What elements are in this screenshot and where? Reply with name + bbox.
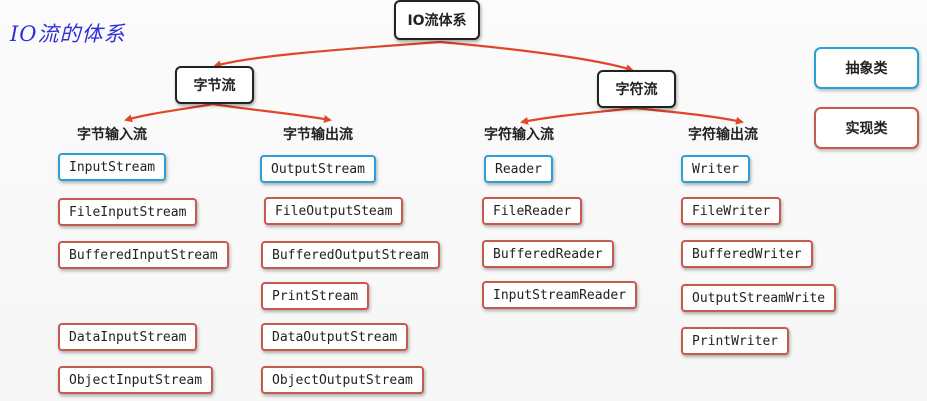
legend-abstract: 抽象类 [814,47,919,89]
class-impl-objectoutputstream: ObjectOutputStream [261,366,424,394]
class-impl-outputstreamwrite: OutputStreamWrite [681,284,837,312]
class-impl-dataoutputstream: DataOutputStream [261,323,409,351]
class-abstract-reader: Reader [484,155,553,183]
class-abstract-inputstream: InputStream [58,153,167,181]
arrow-root-to-byte [213,40,441,69]
arrow-byte-to-output [212,102,332,123]
class-impl-bufferedwriter: BufferedWriter [681,240,813,268]
category-char-stream: 字符流 [597,70,676,108]
arrow-char-to-input [520,106,636,125]
class-impl-printwriter: PrintWriter [681,327,790,355]
group-header-char-input: 字符输入流 [484,127,554,143]
group-header-char-output: 字符输出流 [688,127,758,143]
class-impl-fileoutputsteam: FileOutputSteam [264,197,404,225]
class-impl-inputstreamreader: InputStreamReader [482,281,638,309]
arrow-byte-to-input [124,102,214,123]
class-impl-filereader: FileReader [482,197,583,225]
group-header-byte-input: 字节输入流 [77,127,147,143]
category-byte-stream: 字节流 [175,66,254,104]
class-impl-bufferedreader: BufferedReader [482,240,614,268]
class-impl-printstream: PrintStream [261,282,370,310]
handwritten-title: IO流的体系 [10,22,126,46]
class-impl-bufferedinputstream: BufferedInputStream [58,241,229,269]
class-impl-objectinputstream: ObjectInputStream [58,366,214,394]
root-node: IO流体系 [394,0,480,40]
class-abstract-outputstream: OutputStream [260,155,376,183]
class-impl-fileinputstream: FileInputStream [58,198,198,226]
class-impl-bufferedoutputstream: BufferedOutputStream [261,241,440,269]
class-impl-filewriter: FileWriter [681,197,782,225]
group-header-byte-output: 字节输出流 [283,127,353,143]
arrow-char-to-output [634,106,744,125]
class-impl-datainputstream: DataInputStream [58,323,198,351]
legend-implementation: 实现类 [814,107,919,149]
class-abstract-writer: Writer [681,155,750,183]
arrow-root-to-char [439,40,634,73]
